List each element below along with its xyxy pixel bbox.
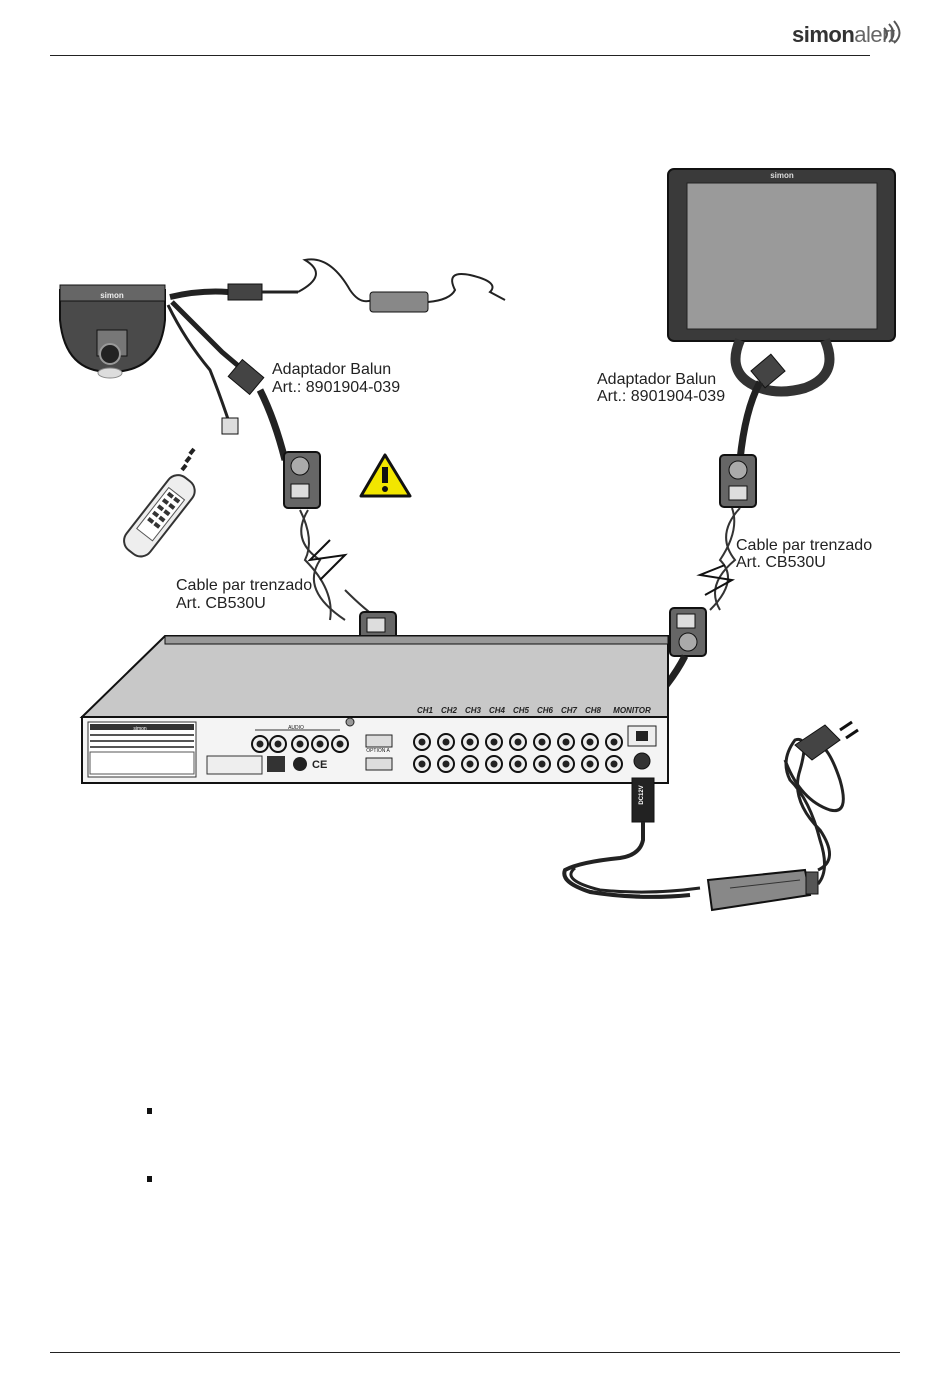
twisted-pair-right [700,508,740,610]
cable-right-line2: Art. CB530U [736,554,826,571]
ce-mark: CE [312,759,327,771]
bullet-marker-2 [147,1176,152,1182]
balun-right-top [720,455,756,507]
video-connector-top [486,734,502,750]
cable-left-line2: Art. CB530U [176,595,266,612]
camera-brand: simon [100,291,124,300]
bullet-marker-1 [147,1108,152,1114]
audio-connector [252,736,268,752]
channel-label: CH4 [489,706,506,715]
channel-label: CH3 [465,706,482,715]
video-connector-top [558,734,574,750]
video-connector-top [462,734,478,750]
video-connector-top [438,734,454,750]
monitor-cable [740,354,785,460]
video-connector-top [414,734,430,750]
channel-label: CH7 [561,706,578,715]
video-connector-bottom [438,756,454,772]
ir-signal-icon [182,449,194,470]
channel-label: CH5 [513,706,530,715]
balun-right-label: Adaptador Balun Art.: 8901904-039 [597,371,725,405]
video-connector-bottom [510,756,526,772]
cable-left-line1: Cable par trenzado [176,577,312,594]
channel-label: CH8 [585,706,602,715]
balun-left-line1: Adaptador Balun [272,361,391,378]
cable-right-line1: Cable par trenzado [736,537,872,554]
video-connector-bottom [606,756,622,772]
balun-left-top [284,452,320,508]
audio-connector [292,736,308,752]
video-connector-bottom [486,756,502,772]
video-connector-bottom [414,756,430,772]
warning-icon [361,455,410,496]
power-label: DC12V [639,785,645,804]
twisted-pair-left [300,510,380,620]
monitor-port-label: MONITOR [613,706,651,715]
channel-label: CH1 [417,706,434,715]
video-connector-bottom [558,756,574,772]
video-connector-top [582,734,598,750]
balun-right-line1: Adaptador Balun [597,371,716,388]
audio-connector [312,736,328,752]
video-connector-top [534,734,550,750]
option-a-label: OPTION A [366,748,390,754]
dvr-power-cable: DC12V [564,778,700,897]
camera-cables [168,259,505,460]
video-connector-bottom [582,756,598,772]
audio-connector [332,736,348,752]
video-connector-bottom [462,756,478,772]
cable-left-label: Cable par trenzado Art. CB530U [176,577,312,612]
dvr-brand: simon [133,726,147,732]
footer-rule [50,1352,900,1353]
remote-control [119,470,199,561]
balun-right-line2: Art.: 8901904-039 [597,388,725,405]
cable-right-label: Cable par trenzado Art. CB530U [736,537,872,571]
dome-camera: simon [60,285,165,378]
video-connector-top [510,734,526,750]
audio-connector [270,736,286,752]
video-connector-top [606,734,622,750]
power-adapter [708,722,858,910]
channel-label: CH6 [537,706,554,715]
monitor: simon [668,169,895,392]
balun-left-line2: Art.: 8901904-039 [272,379,400,396]
audio-connectors [252,736,348,752]
balun-left-label: Adaptador Balun Art.: 8901904-039 [272,361,400,396]
monitor-brand: simon [770,171,794,180]
video-connector-bottom [534,756,550,772]
channel-label: CH2 [441,706,458,715]
